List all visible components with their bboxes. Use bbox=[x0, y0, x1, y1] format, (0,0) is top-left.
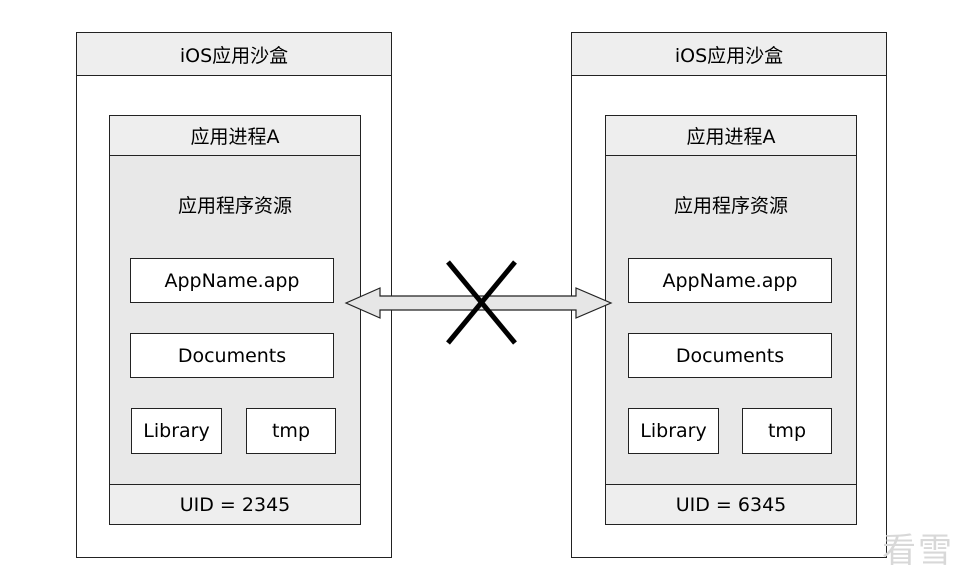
left-uid: UID = 2345 bbox=[109, 484, 361, 525]
left-process-title: 应用进程A bbox=[109, 115, 361, 156]
left-folder-library: Library bbox=[131, 408, 222, 454]
right-folder-library: Library bbox=[628, 408, 719, 454]
watermark-logo: 看雪 bbox=[882, 531, 954, 571]
right-folder-tmp: tmp bbox=[742, 408, 832, 454]
right-process bbox=[605, 115, 857, 525]
right-sandbox-title: iOS应用沙盒 bbox=[571, 32, 887, 76]
left-folder-tmp: tmp bbox=[246, 408, 336, 454]
right-folder-app: AppName.app bbox=[628, 258, 832, 303]
blocked-cross-line-2 bbox=[446, 260, 517, 345]
left-folder-app: AppName.app bbox=[130, 258, 334, 303]
left-process bbox=[109, 115, 361, 525]
left-sandbox-title: iOS应用沙盒 bbox=[76, 32, 392, 76]
right-uid: UID = 6345 bbox=[605, 484, 857, 525]
left-folder-documents: Documents bbox=[130, 333, 334, 378]
right-folder-documents: Documents bbox=[628, 333, 832, 378]
left-resources-label: 应用程序资源 bbox=[177, 194, 292, 217]
right-resources-label: 应用程序资源 bbox=[673, 194, 788, 217]
right-process-title: 应用进程A bbox=[605, 115, 857, 156]
